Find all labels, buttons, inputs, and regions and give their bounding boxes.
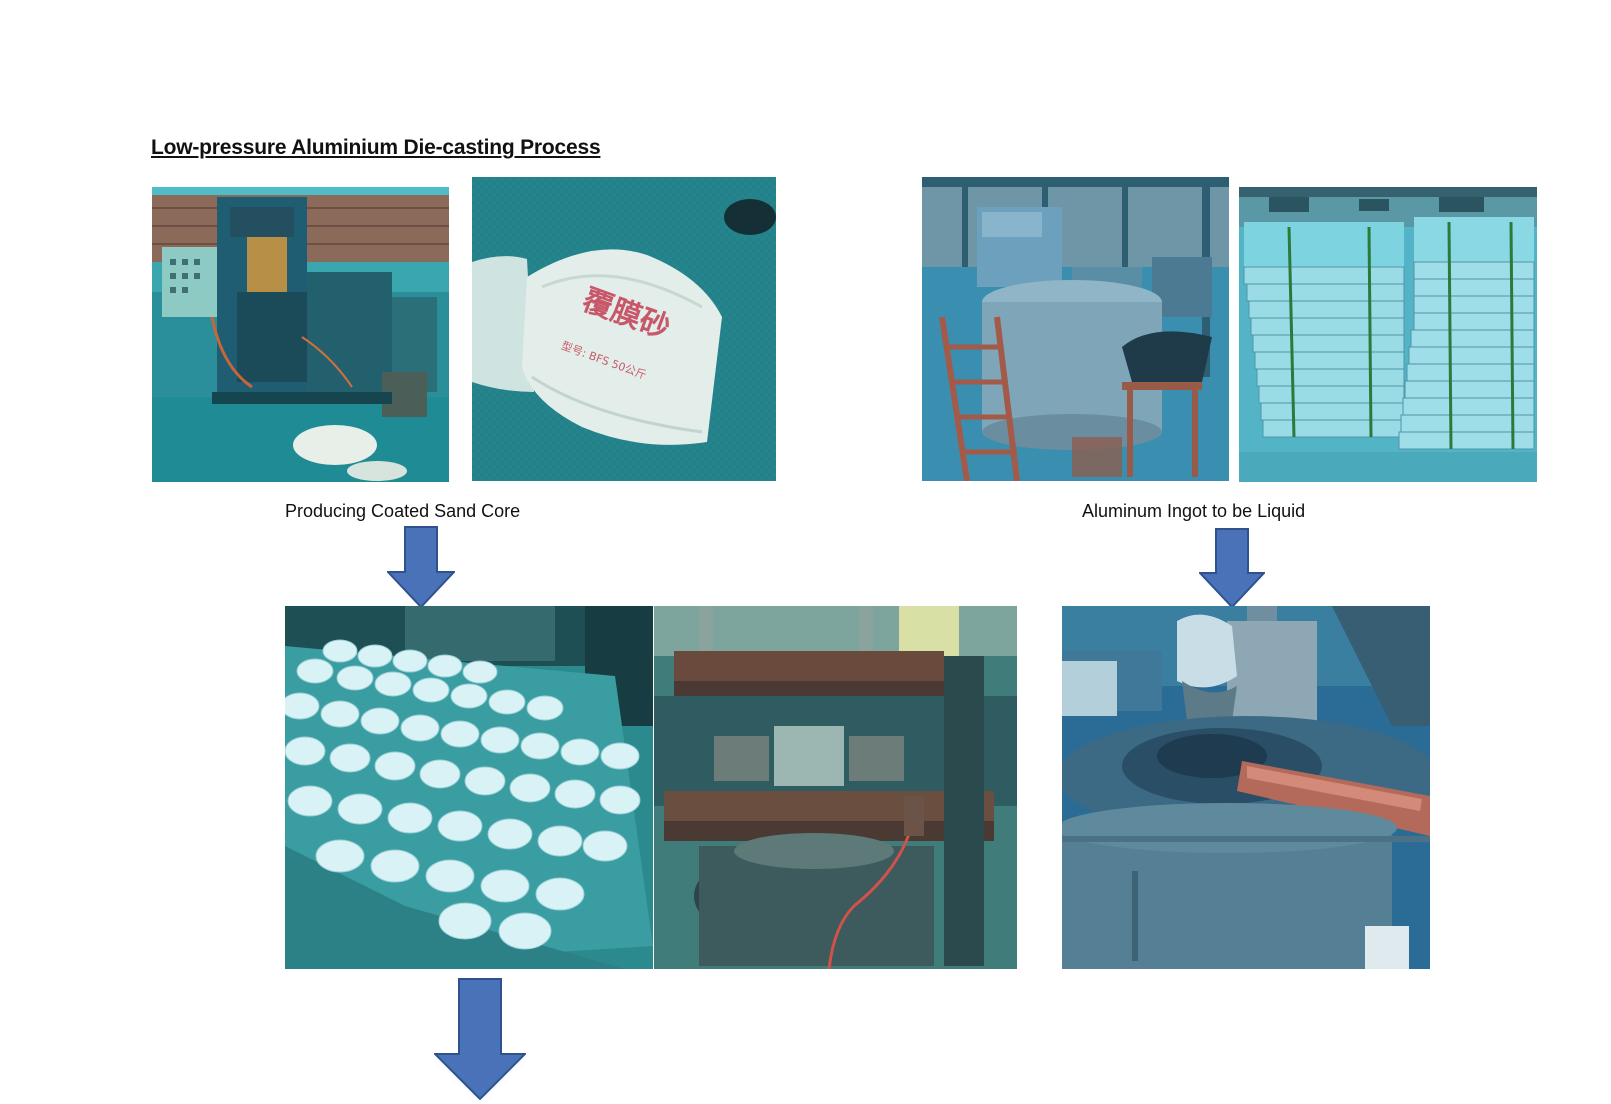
ingot-stack-right <box>1398 217 1535 450</box>
photo-aluminium-ingot-stacks <box>1239 187 1537 482</box>
photo-core-shooting-machine <box>152 187 449 482</box>
caption-producing-coated-sand-core: Producing Coated Sand Core <box>285 501 521 521</box>
arrow-down-icon <box>387 526 455 608</box>
photo-coated-sand-cores <box>285 606 653 969</box>
page-title: Low-pressure Aluminium Die-casting Proce… <box>151 136 601 159</box>
arrow-down-icon <box>434 978 526 1100</box>
ingot-stack-left <box>1243 222 1405 438</box>
photo-low-pressure-die-casting-machine <box>654 606 1017 969</box>
arrow-shape <box>434 978 526 1100</box>
arrow-down-icon <box>1199 528 1265 608</box>
photo-coated-sand-bag: 覆膜砂 型号: BFS 50公斤 <box>472 177 776 481</box>
sand-core-grid <box>285 639 641 950</box>
arrow-shape <box>1199 528 1265 608</box>
photo-melting-furnace <box>922 177 1229 481</box>
photo-furnace-with-ladle <box>1062 606 1430 969</box>
arrow-shape <box>387 526 455 608</box>
caption-aluminum-ingot-to-be-liquid: Aluminum Ingot to be Liquid <box>1082 501 1306 521</box>
